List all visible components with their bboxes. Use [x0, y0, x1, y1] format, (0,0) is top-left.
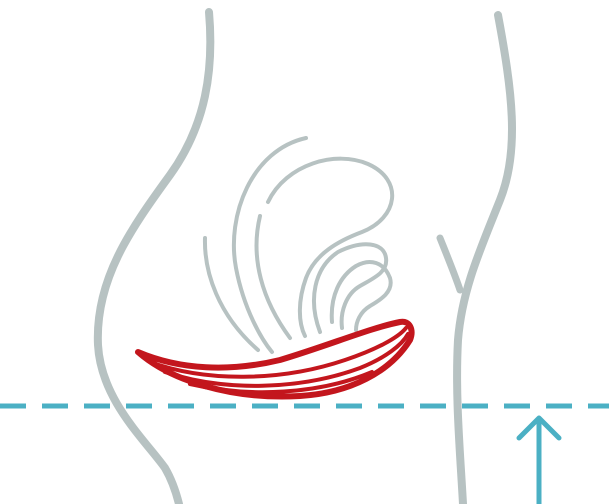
uterus-inner-arc [257, 216, 290, 338]
muscle-fiber-1 [150, 328, 406, 377]
thigh-crease [440, 238, 460, 290]
arrow-up-icon [519, 418, 559, 504]
rectum-inner-arc [205, 238, 258, 350]
abdomen-contour [457, 15, 512, 504]
pelvic-floor-muscle [138, 322, 412, 397]
bladder-loop [314, 244, 386, 332]
back-contour [98, 12, 211, 504]
